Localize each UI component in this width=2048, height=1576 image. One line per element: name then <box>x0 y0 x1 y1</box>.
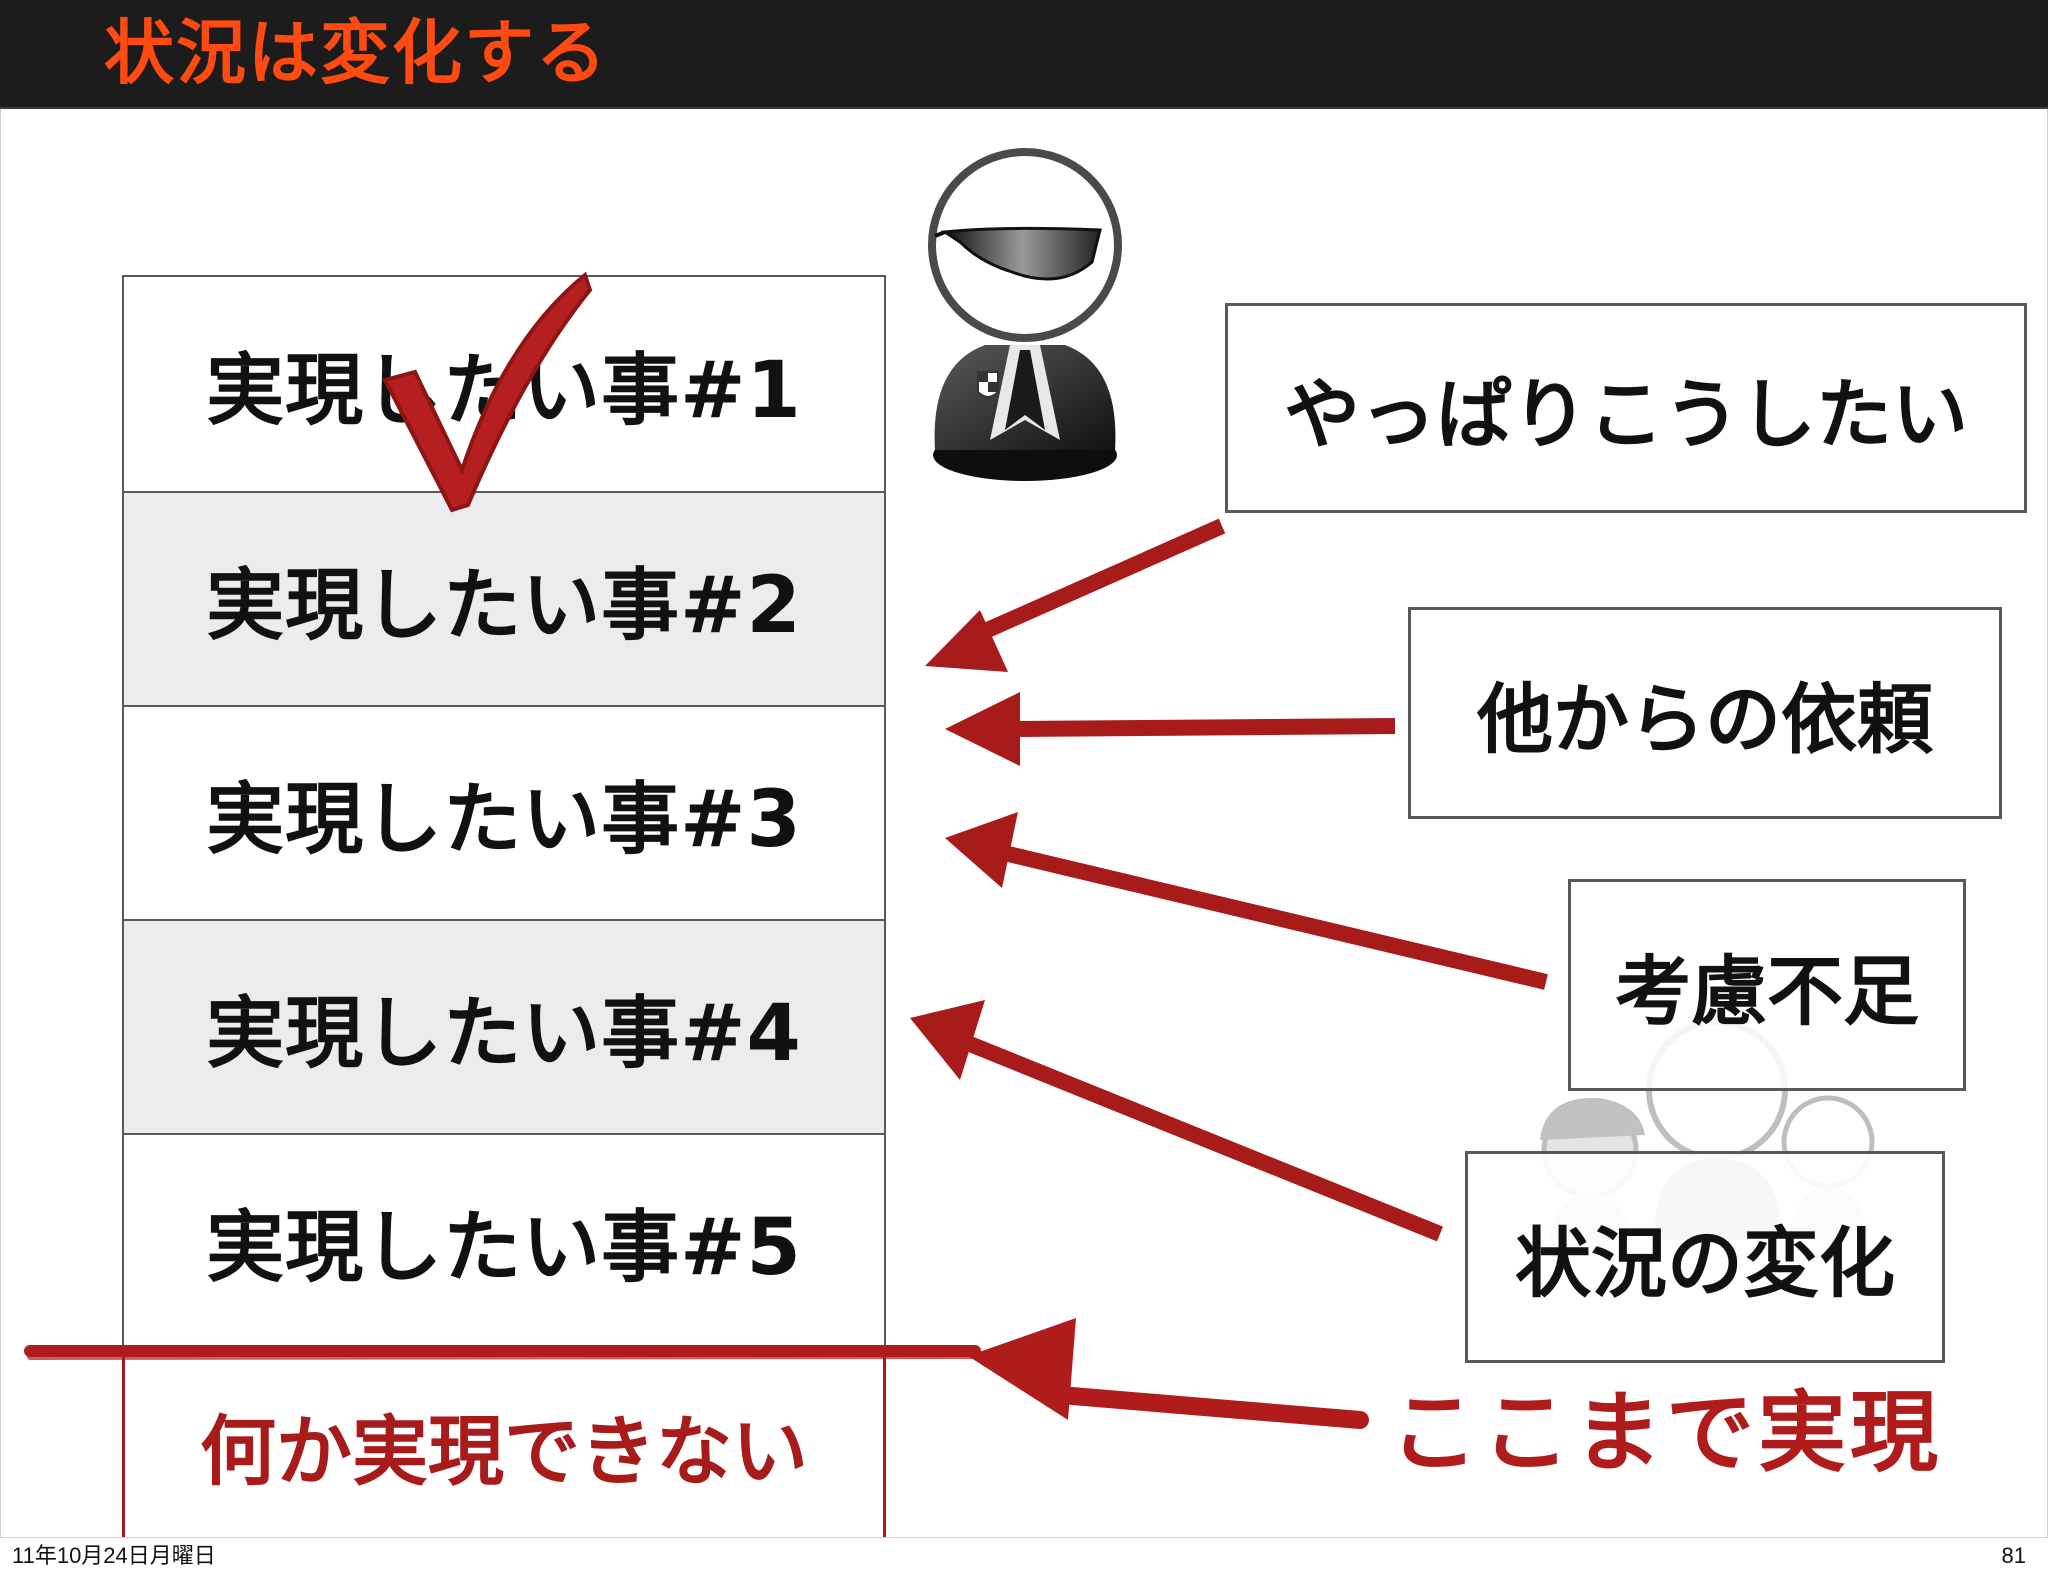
wish-item-4: 実現したい事#4 <box>122 921 886 1135</box>
reason-label: 考慮不足 <box>1615 947 1919 1036</box>
wish-item-label: 実現したい事#2 <box>206 561 802 651</box>
slide-title: 状況は変化する <box>104 12 608 94</box>
reason-box-oversight: 考慮不足 <box>1568 879 1966 1091</box>
reason-box-change-of-mind: やっぱりこうしたい <box>1225 303 2027 513</box>
wish-item-3: 実現したい事#3 <box>122 707 886 921</box>
wish-item-2: 実現したい事#2 <box>122 493 886 707</box>
wish-item-label: 実現したい事#3 <box>206 775 802 865</box>
title-bar: 状況は変化する <box>0 0 2048 109</box>
wish-item-5: 実現したい事#5 <box>122 1135 886 1349</box>
reason-box-situation-change: 状況の変化 <box>1465 1151 1945 1363</box>
checkmark-icon <box>382 271 593 513</box>
reason-label: やっぱりこうしたい <box>1284 370 1968 459</box>
reason-label: 状況の変化 <box>1515 1219 1895 1308</box>
wish-item-label: 実現したい事#4 <box>206 989 802 1079</box>
person-with-sunglasses-icon <box>928 148 1122 481</box>
unrealized-label: 何か実現できない <box>200 1407 808 1496</box>
achieved-label: ここまで実現 <box>1390 1381 1943 1484</box>
footer-date: 11年10月24日月曜日 <box>12 1543 216 1568</box>
wish-item-label: 実現したい事#5 <box>206 1203 802 1293</box>
reason-box-other-request: 他からの依頼 <box>1408 607 2002 819</box>
unrealized-item: 何か実現できない <box>122 1352 886 1538</box>
page-number: 81 <box>2001 1543 2026 1568</box>
reason-label: 他からの依頼 <box>1477 675 1933 764</box>
footer-divider <box>0 1537 2048 1538</box>
